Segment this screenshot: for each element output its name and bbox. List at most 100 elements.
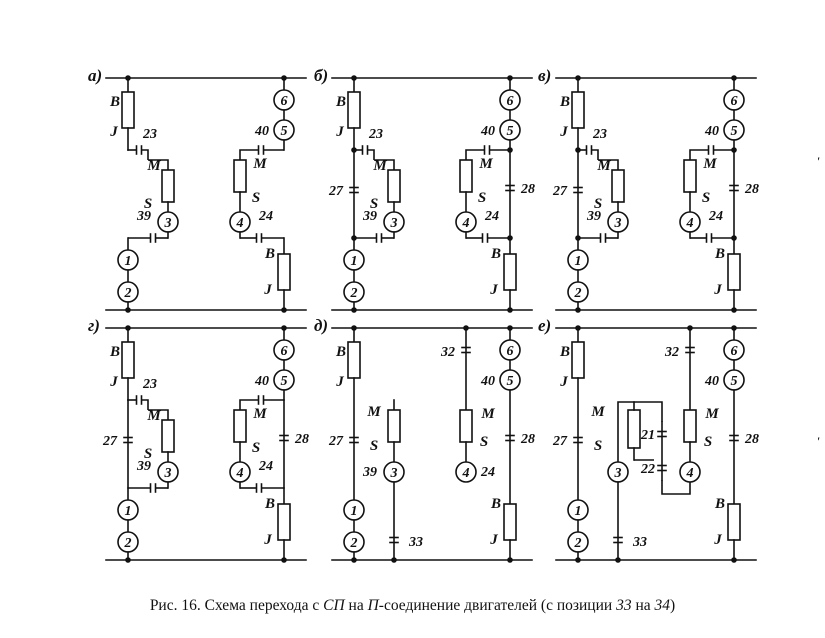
caption-lead: Рис. 16. Схема перехода с xyxy=(149,597,324,614)
motor-1-label: 1 xyxy=(575,504,582,519)
excitation-resistor-right xyxy=(277,503,291,541)
wire xyxy=(239,399,258,410)
field-resistor xyxy=(387,409,401,443)
caption-tail: ) xyxy=(670,597,676,614)
motor-5-label: 5 xyxy=(281,124,288,139)
label-40: 40 xyxy=(254,374,269,389)
label-M: M xyxy=(366,404,381,420)
label-39: 39 xyxy=(136,209,151,224)
wire xyxy=(142,149,149,160)
motor-2-label: 2 xyxy=(124,536,132,551)
motor-3-label: 3 xyxy=(164,466,172,481)
wire xyxy=(617,401,663,462)
caption-mid2: -соединение двигателей (с позиции xyxy=(378,597,617,614)
motor-4-label: 4 xyxy=(462,466,470,481)
junction-dot xyxy=(687,325,693,331)
label-B: B xyxy=(490,246,501,262)
label-40: 40 xyxy=(480,374,495,389)
caption-sp: СП xyxy=(323,597,345,614)
label-B: B xyxy=(264,246,275,262)
label-B: B xyxy=(714,246,725,262)
label-J: J xyxy=(713,282,722,298)
junction-dot xyxy=(575,147,581,153)
motor-4-label: 4 xyxy=(686,216,694,231)
motor-5-label: 5 xyxy=(507,124,514,139)
motor-4-circle xyxy=(455,461,477,483)
motor-4-label: 4 xyxy=(236,216,244,231)
motor-1-label: 1 xyxy=(575,254,582,269)
wire xyxy=(368,149,375,160)
junction-dot xyxy=(463,325,469,331)
field-resistor-right xyxy=(459,409,473,443)
label-J: J xyxy=(489,282,498,298)
label-24: 24 xyxy=(480,465,495,480)
panel-label: в) xyxy=(538,66,551,85)
wire xyxy=(689,149,708,160)
junction-dot xyxy=(615,557,621,563)
label-M: M xyxy=(480,406,495,422)
label-40: 40 xyxy=(480,124,495,139)
label-J: J xyxy=(109,124,118,140)
motor-3-label: 3 xyxy=(614,466,622,481)
field-resistor xyxy=(161,419,175,453)
panel-label: а) xyxy=(88,66,102,85)
label-22: 22 xyxy=(640,462,655,477)
label-23: 23 xyxy=(368,127,383,142)
excitation-resistor-right xyxy=(727,253,741,291)
wire xyxy=(142,399,149,410)
label-B: B xyxy=(559,94,570,110)
label-39: 39 xyxy=(136,459,151,474)
label-M: M xyxy=(146,158,161,174)
motor-3-label: 3 xyxy=(390,216,398,231)
motor-4-label: 4 xyxy=(686,466,694,481)
wire xyxy=(239,149,258,160)
label-S: S xyxy=(594,196,602,212)
junction-dot xyxy=(731,147,737,153)
caption-mid3: на xyxy=(631,597,655,614)
label-24: 24 xyxy=(258,459,273,474)
excitation-resistor xyxy=(571,91,585,129)
label-24: 24 xyxy=(708,209,723,224)
label-28: 28 xyxy=(744,182,759,197)
label-B: B xyxy=(109,344,120,360)
motor-5-label: 5 xyxy=(281,374,288,389)
label-J: J xyxy=(559,374,568,390)
label-23: 23 xyxy=(142,377,157,392)
wire xyxy=(598,159,619,170)
caption-p: П xyxy=(367,597,379,614)
motor-6-label: 6 xyxy=(281,94,288,109)
field-resistor xyxy=(611,169,625,203)
label-S: S xyxy=(144,196,152,212)
label-39: 39 xyxy=(362,209,377,224)
label-23: 23 xyxy=(592,127,607,142)
label-J: J xyxy=(109,374,118,390)
label-M: M xyxy=(252,406,267,422)
label-39: 39 xyxy=(362,465,377,480)
label-M: M xyxy=(478,156,493,172)
excitation-resistor xyxy=(347,91,361,129)
panel-label: д) xyxy=(314,316,328,335)
excitation-resistor-right xyxy=(727,503,741,541)
junction-dot xyxy=(391,557,397,563)
motor-1-label: 1 xyxy=(351,254,358,269)
motor-4-circle xyxy=(679,461,701,483)
wire xyxy=(465,149,484,160)
wire xyxy=(592,149,599,160)
wire xyxy=(374,159,395,170)
label-J: J xyxy=(489,532,498,548)
label-B: B xyxy=(559,344,570,360)
label-B: B xyxy=(335,94,346,110)
junction-dot xyxy=(351,147,357,153)
label-S: S xyxy=(704,434,712,450)
label-S: S xyxy=(370,196,378,212)
excitation-resistor xyxy=(121,341,135,379)
label-32: 32 xyxy=(440,345,455,360)
excitation-resistor-right xyxy=(503,503,517,541)
junction-dot xyxy=(507,235,513,241)
motor-2-label: 2 xyxy=(350,536,358,551)
stray-mark: ' xyxy=(816,434,820,448)
motor-3-label: 3 xyxy=(614,216,622,231)
